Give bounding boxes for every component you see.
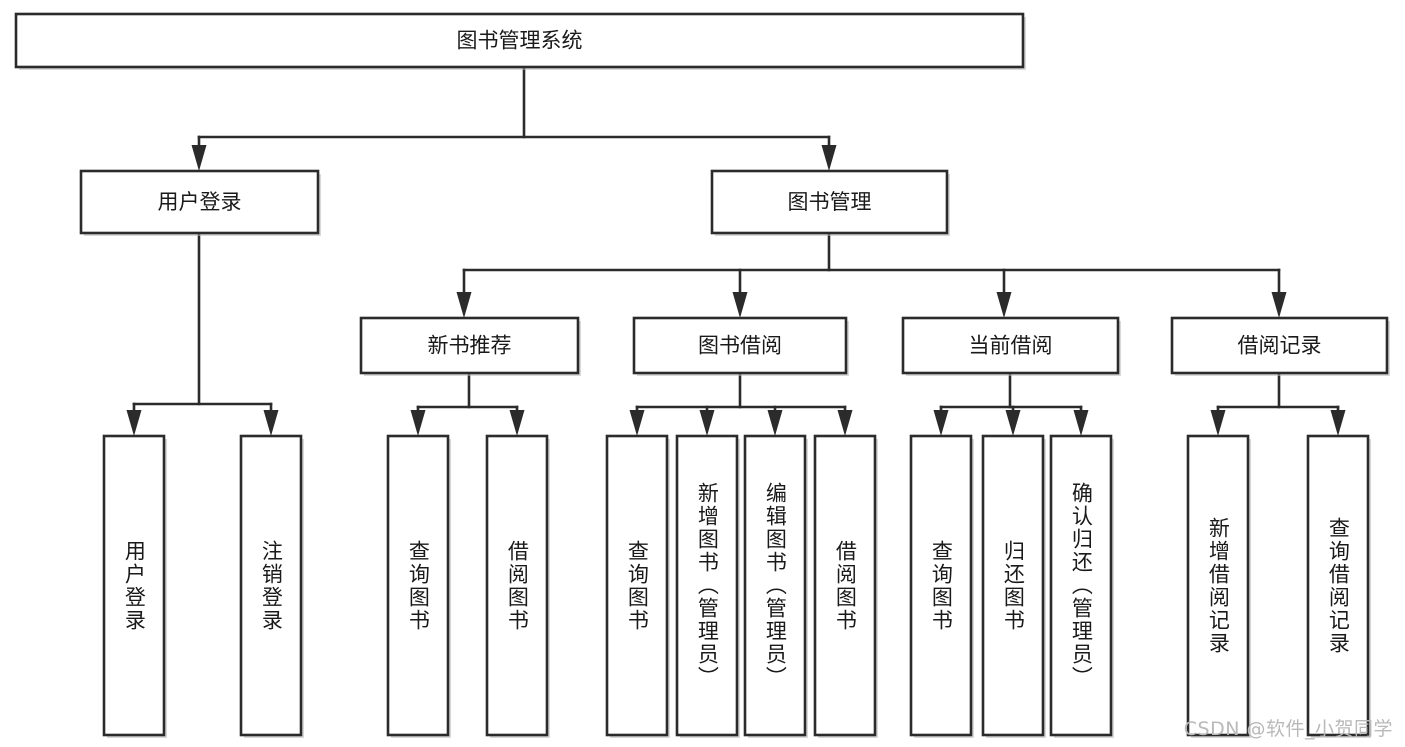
node-box-layer xyxy=(14,12,1390,738)
node-box-outline[interactable] xyxy=(359,316,580,375)
node-box-outline[interactable] xyxy=(909,434,973,737)
connector-borrow-record-to-leaves xyxy=(1210,371,1346,436)
node-leaf-用户登录-0[interactable] xyxy=(102,434,167,738)
connector-arrowhead xyxy=(1330,410,1346,436)
node-box-outline[interactable] xyxy=(813,434,877,737)
node-box-outline[interactable] xyxy=(901,316,1120,375)
connector-arrowhead xyxy=(699,410,715,436)
node-box-outline[interactable] xyxy=(605,434,669,737)
node-box-outline[interactable] xyxy=(485,434,549,737)
node-box-outline[interactable] xyxy=(1049,434,1113,737)
node-l2-图书管理-1[interactable] xyxy=(710,169,950,236)
connector-arrowhead xyxy=(767,410,783,436)
node-box-outline[interactable] xyxy=(14,12,1025,69)
connector-arrowhead xyxy=(1073,410,1089,436)
node-leaf-归还图书-9[interactable] xyxy=(981,434,1046,738)
connector-arrowhead xyxy=(732,292,748,318)
connector-arrowhead xyxy=(996,292,1012,318)
node-box-outline[interactable] xyxy=(102,434,166,737)
node-l2-用户登录-0[interactable] xyxy=(79,169,321,236)
node-root-图书管理系统-0[interactable] xyxy=(14,12,1026,70)
connector-layer xyxy=(126,65,1346,436)
connector-arrowhead xyxy=(410,410,426,436)
node-label-图书借阅: 图书借阅 xyxy=(698,334,782,358)
node-leaf-注销登录-1[interactable] xyxy=(239,434,304,738)
connector-arrowhead xyxy=(509,410,525,436)
node-leaf-查询图书-2[interactable] xyxy=(386,434,451,738)
node-label-新书推荐: 新书推荐 xyxy=(428,334,512,358)
node-l3-当前借阅-2[interactable] xyxy=(901,316,1121,376)
node-box-outline[interactable] xyxy=(981,434,1045,737)
connector-arrowhead xyxy=(191,145,207,171)
connector-arrowhead xyxy=(456,292,472,318)
node-leaf-编辑图书管理员-6[interactable] xyxy=(743,434,808,738)
connector-arrowhead xyxy=(629,410,645,436)
node-l3-新书推荐-0[interactable] xyxy=(359,316,581,376)
connector-borrow-book-to-leaves xyxy=(629,371,853,436)
connector-arrowhead xyxy=(821,145,837,171)
node-leaf-借阅图书-3[interactable] xyxy=(485,434,550,738)
node-leaf-新增借阅记录-11[interactable] xyxy=(1186,434,1251,738)
connector-arrowhead xyxy=(126,410,142,436)
connector-new-book-to-leaves xyxy=(410,371,525,436)
node-label-当前借阅: 当前借阅 xyxy=(969,334,1053,358)
node-box-outline[interactable] xyxy=(675,434,739,737)
node-label-图书管理系统: 图书管理系统 xyxy=(457,29,583,53)
node-box-outline[interactable] xyxy=(743,434,807,737)
connector-arrowhead xyxy=(837,410,853,436)
node-label-用户登录: 用户登录 xyxy=(158,190,242,214)
connector-arrowhead xyxy=(263,410,279,436)
connector-user-login-to-leaves xyxy=(126,231,279,436)
node-leaf-借阅图书-7[interactable] xyxy=(813,434,878,738)
node-label-图书管理: 图书管理 xyxy=(788,190,872,214)
node-box-outline[interactable] xyxy=(239,434,303,737)
watermark-text: CSDN @软件_小贺同学 xyxy=(1183,718,1393,740)
node-l3-图书借阅-1[interactable] xyxy=(632,316,849,376)
connector-arrowhead xyxy=(1210,410,1226,436)
node-box-outline[interactable] xyxy=(1186,434,1250,737)
node-l3-借阅记录-3[interactable] xyxy=(1170,316,1390,376)
node-box-outline[interactable] xyxy=(1170,316,1389,375)
node-leaf-查询图书-8[interactable] xyxy=(909,434,974,738)
node-label-借阅记录: 借阅记录 xyxy=(1238,334,1322,358)
node-box-outline[interactable] xyxy=(1306,434,1370,737)
connector-current-borrow-to-leaves xyxy=(933,371,1089,436)
connector-arrowhead xyxy=(1005,410,1021,436)
node-leaf-查询图书-4[interactable] xyxy=(605,434,670,738)
node-leaf-查询借阅记录-12[interactable] xyxy=(1306,434,1371,738)
node-leaf-新增图书管理员-5[interactable] xyxy=(675,434,740,738)
connector-arrowhead xyxy=(933,410,949,436)
node-box-outline[interactable] xyxy=(79,169,320,235)
connector-root-to-level2 xyxy=(191,65,837,171)
node-box-outline[interactable] xyxy=(386,434,450,737)
node-leaf-确认归还管理员-10[interactable] xyxy=(1049,434,1114,738)
node-box-outline[interactable] xyxy=(710,169,949,235)
connector-book-manage-to-level3 xyxy=(456,231,1287,318)
connector-arrowhead xyxy=(1271,292,1287,318)
node-box-outline[interactable] xyxy=(632,316,848,375)
